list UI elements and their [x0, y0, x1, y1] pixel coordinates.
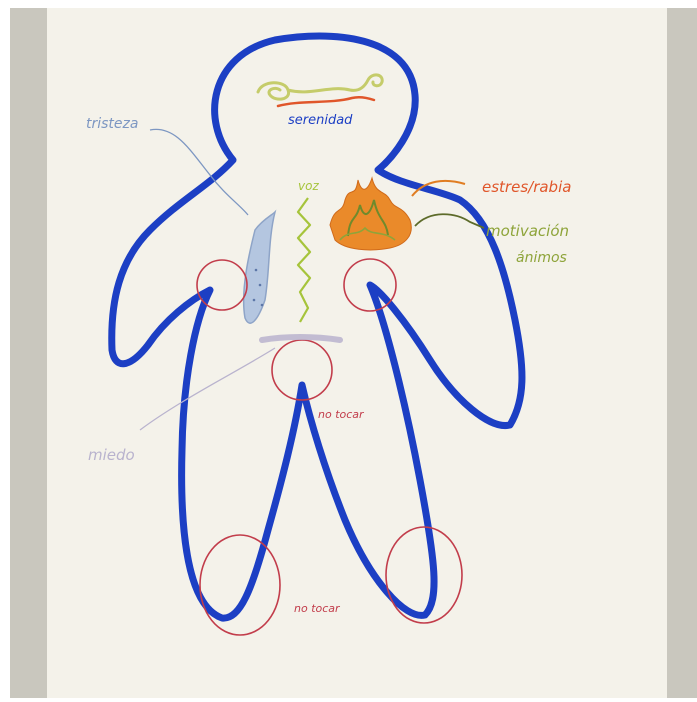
miedo-mark [262, 337, 340, 340]
miedo-pointer [140, 348, 275, 430]
flame-icon [330, 178, 411, 250]
miedo-label: miedo [88, 446, 135, 464]
zigzag-icon [298, 198, 310, 322]
tristeza-label: tristeza [86, 116, 138, 132]
tristeza-pointer [150, 129, 248, 215]
foot-left-circle [200, 535, 280, 635]
foot-right-circle [386, 527, 462, 623]
motivacion-label-2: ánimos [516, 250, 567, 266]
teardrop-icon [244, 212, 275, 323]
voz-label: voz [298, 179, 319, 193]
no-tocar-center-label: no tocar [318, 408, 365, 421]
armpit-left-circle [197, 260, 247, 310]
serenidad-label: serenidad [288, 113, 353, 128]
no-tocar-feet-label: no tocar [294, 602, 341, 615]
swirl-icon [258, 75, 382, 106]
estres-label: estres/rabia [482, 178, 571, 196]
motivacion-label-1: motivación [486, 222, 569, 240]
no-tocar-zones [197, 259, 462, 635]
